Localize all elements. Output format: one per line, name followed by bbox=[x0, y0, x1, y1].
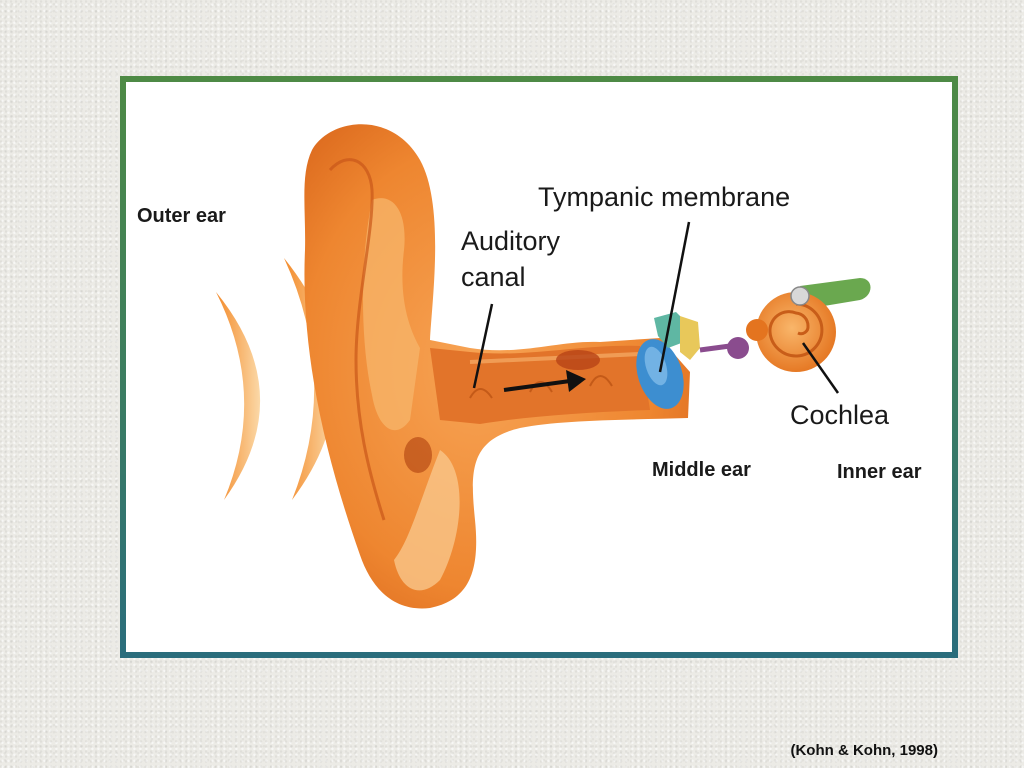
ossicles bbox=[654, 312, 749, 360]
auditory-canal-label-line1: Auditory bbox=[461, 226, 561, 256]
citation: (Kohn & Kohn, 1998) bbox=[790, 742, 938, 759]
tympanic-membrane-label: Tympanic membrane bbox=[538, 182, 791, 212]
sound-wave-1 bbox=[216, 292, 261, 500]
outer-ear-label: Outer ear bbox=[137, 205, 226, 227]
sound-wave-2 bbox=[284, 258, 336, 500]
leader-lines bbox=[472, 221, 840, 394]
middle-ear-label: Middle ear bbox=[652, 459, 751, 481]
canal-leader bbox=[472, 303, 494, 389]
auditory-canal-label-line2: canal bbox=[461, 262, 526, 292]
ear-anatomy-illustration bbox=[216, 124, 871, 609]
cochlea-leader bbox=[801, 342, 840, 394]
sound-direction-arrow bbox=[503, 370, 586, 392]
tympanic-leader bbox=[658, 221, 691, 373]
tympanic-membrane bbox=[636, 339, 684, 409]
cochlea-label: Cochlea bbox=[790, 400, 890, 430]
inner-ear-label: Inner ear bbox=[837, 461, 922, 483]
cochlea bbox=[746, 278, 871, 372]
